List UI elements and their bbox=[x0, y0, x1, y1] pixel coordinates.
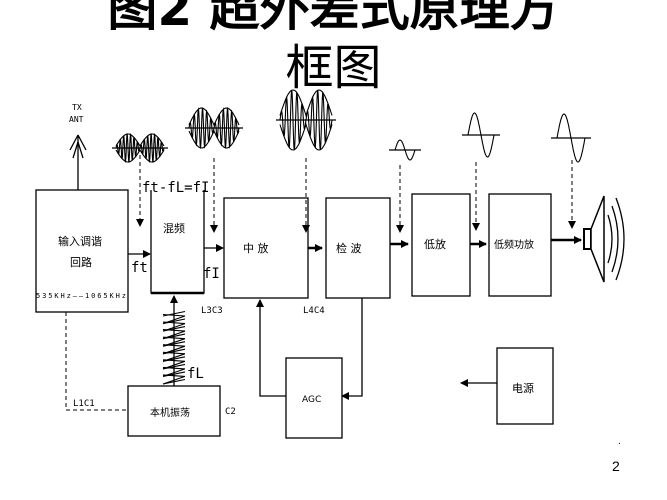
waveform-icon-osc bbox=[162, 310, 186, 385]
detector-block bbox=[325, 197, 391, 299]
waveform-icon-mixed bbox=[185, 107, 243, 149]
low-amp-label: 低放 bbox=[424, 237, 446, 251]
input-tuning-label-2: 回路 bbox=[70, 256, 92, 269]
arrow-agc-to-ifamp bbox=[256, 299, 286, 397]
waveform-icon-audio-3 bbox=[551, 113, 591, 163]
mixer-block bbox=[150, 190, 205, 294]
page-dot: . bbox=[618, 436, 621, 447]
waveform-icon-rf bbox=[112, 132, 168, 164]
page-title: 图2 超外差式原理方 bbox=[107, 0, 560, 37]
antenna-icon bbox=[69, 134, 87, 190]
label-l4c4: L4C4 bbox=[303, 306, 325, 316]
label-ft: ft bbox=[131, 260, 148, 276]
power-amp-block bbox=[488, 193, 552, 297]
page-number: 2 bbox=[612, 458, 620, 474]
if-amp-label: 中 放 bbox=[243, 241, 269, 255]
power-supply-block bbox=[496, 347, 554, 425]
page-title-continued: 框图 bbox=[285, 40, 382, 96]
antenna-label-ant: ANT bbox=[69, 115, 84, 124]
speaker-icon bbox=[583, 195, 625, 283]
input-tuning-label-1: 输入调谐 bbox=[58, 234, 102, 248]
if-amp-block bbox=[223, 197, 309, 299]
waveform-icon-if bbox=[276, 89, 336, 151]
agc-label: AGC bbox=[302, 395, 321, 405]
label-fi: fI bbox=[203, 266, 220, 282]
agc-block bbox=[285, 357, 343, 439]
power-amp-label: 低频功放 bbox=[494, 238, 534, 251]
local-oscillator-label: 本机振荡 bbox=[150, 406, 190, 419]
input-tuning-range: 535KHz——1065KHz bbox=[36, 292, 126, 300]
arrow-detector-to-agc bbox=[341, 298, 363, 400]
waveform-icon-audio-2 bbox=[462, 112, 500, 158]
label-l3c3: L3C3 bbox=[201, 306, 223, 316]
mixer-label: 混频 bbox=[163, 221, 185, 235]
input-tuning-block bbox=[35, 189, 129, 313]
label-c2: C2 bbox=[225, 407, 236, 417]
label-fl: fL bbox=[187, 366, 204, 382]
power-supply-label: 电源 bbox=[512, 381, 534, 395]
waveform-icon-audio-1 bbox=[389, 139, 421, 161]
label-l1c1: L1C1 bbox=[73, 399, 95, 409]
low-amp-block bbox=[411, 193, 471, 297]
antenna-label-tx: TX bbox=[72, 103, 82, 112]
label-ft-minus-fl: ft-fL=fI bbox=[142, 180, 209, 196]
local-oscillator-block bbox=[127, 385, 221, 437]
detector-label: 检 波 bbox=[336, 241, 362, 255]
